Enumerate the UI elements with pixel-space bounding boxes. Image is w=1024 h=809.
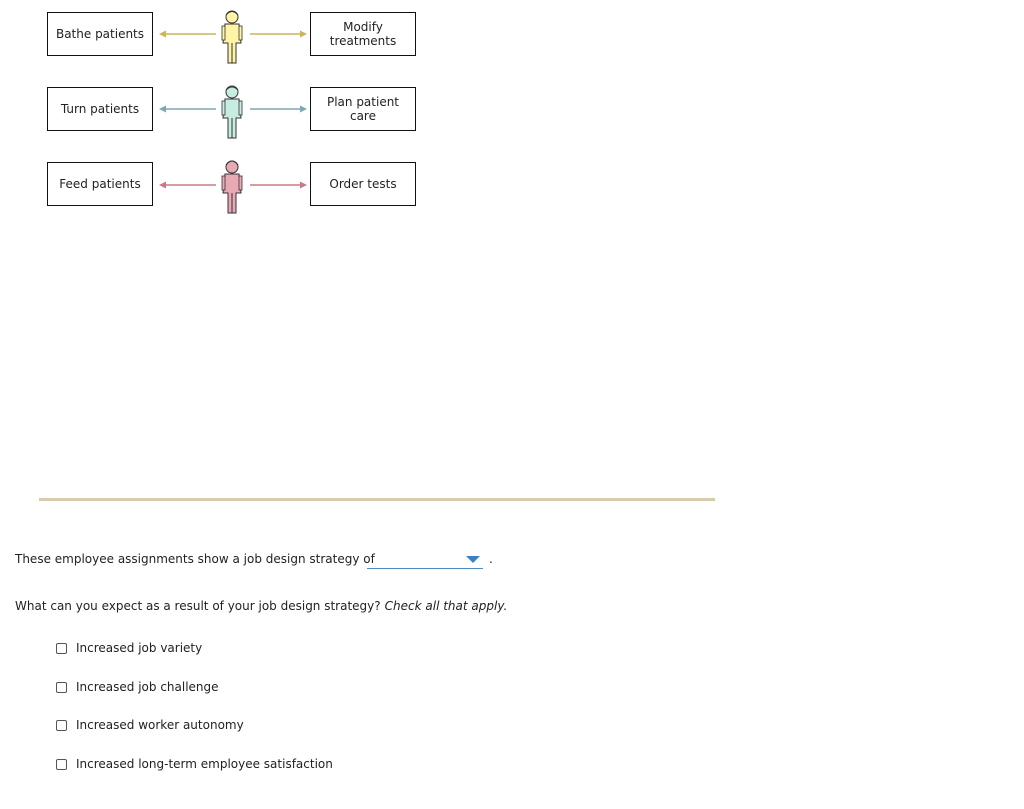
- nurse-figure-2: [221, 85, 243, 139]
- row-2-arrows: [159, 105, 307, 113]
- question-1-period: .: [489, 552, 493, 566]
- checkbox[interactable]: [56, 719, 67, 731]
- question-2: What can you expect as a result of your …: [15, 599, 507, 613]
- option-increased-long-term-employee-satisfaction[interactable]: Increased long-term employee satisfactio…: [56, 757, 333, 771]
- chevron-down-icon[interactable]: [466, 556, 480, 563]
- row-3-arrows: [159, 181, 307, 189]
- row-1-arrows: [159, 30, 307, 38]
- job-design-strategy-dropdown[interactable]: [367, 552, 483, 569]
- checkbox[interactable]: [56, 758, 67, 770]
- option-label: Increased long-term employee satisfactio…: [76, 757, 333, 771]
- question-1-text: These employee assignments show a job de…: [15, 552, 375, 566]
- option-label: Increased job challenge: [76, 680, 219, 694]
- checkbox[interactable]: [56, 642, 67, 654]
- option-label: Increased worker autonomy: [76, 718, 244, 732]
- section-divider: [39, 498, 715, 501]
- option-label: Increased job variety: [76, 641, 203, 655]
- checkbox[interactable]: [56, 681, 67, 693]
- task-box-bathe-patients: Bathe patients: [47, 12, 153, 56]
- task-box-modify-treatments: Modify treatments: [310, 12, 416, 56]
- task-box-feed-patients: Feed patients: [47, 162, 153, 206]
- task-box-plan-patient-care: Plan patient care: [310, 87, 416, 131]
- option-increased-worker-autonomy[interactable]: Increased worker autonomy: [56, 718, 244, 732]
- question-2-hint: Check all that apply.: [384, 599, 508, 613]
- nurse-figure-1: [221, 10, 243, 64]
- job-assignment-diagram: Bathe patients Modify treatments Turn pa…: [0, 0, 460, 230]
- option-increased-job-challenge[interactable]: Increased job challenge: [56, 680, 219, 694]
- nurse-figure-3: [221, 160, 243, 214]
- diagram-arrows: [159, 10, 307, 214]
- task-box-order-tests: Order tests: [310, 162, 416, 206]
- task-box-turn-patients: Turn patients: [47, 87, 153, 131]
- question-2-text: What can you expect as a result of your …: [15, 599, 381, 613]
- option-increased-job-variety[interactable]: Increased job variety: [56, 641, 202, 655]
